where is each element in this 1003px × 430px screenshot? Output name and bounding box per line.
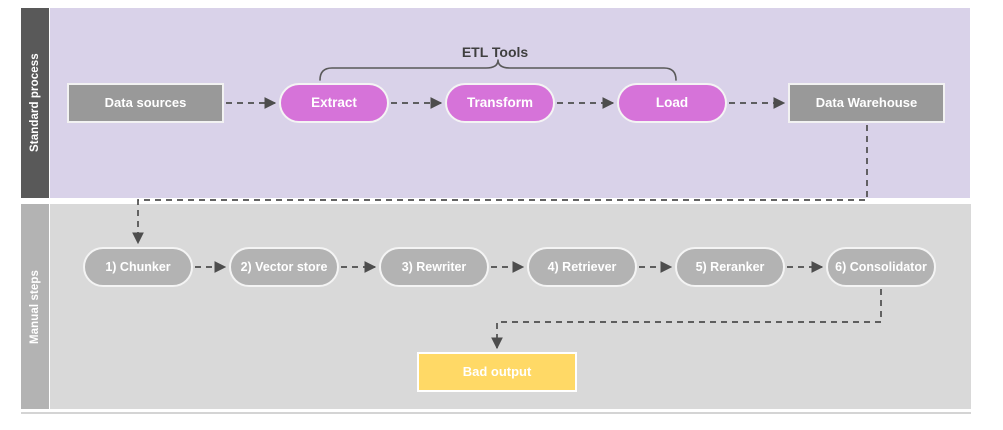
lane-header-manual-steps: Manual steps bbox=[21, 204, 49, 409]
node-bad-output[interactable]: Bad output bbox=[417, 352, 577, 392]
node-rewriter[interactable]: 3) Rewriter bbox=[379, 247, 489, 287]
node-retriever[interactable]: 4) Retriever bbox=[527, 247, 637, 287]
lane-bottom-divider bbox=[21, 412, 971, 414]
node-reranker[interactable]: 5) Reranker bbox=[675, 247, 785, 287]
node-vector-store[interactable]: 2) Vector store bbox=[229, 247, 339, 287]
lane-header-standard-process: Standard process bbox=[21, 8, 49, 198]
etl-tools-label: ETL Tools bbox=[461, 44, 529, 60]
node-chunker[interactable]: 1) Chunker bbox=[83, 247, 193, 287]
node-data-sources[interactable]: Data sources bbox=[67, 83, 224, 123]
node-extract[interactable]: Extract bbox=[279, 83, 389, 123]
node-data-warehouse[interactable]: Data Warehouse bbox=[788, 83, 945, 123]
node-transform[interactable]: Transform bbox=[445, 83, 555, 123]
node-consolidator[interactable]: 6) Consolidator bbox=[826, 247, 936, 287]
node-load[interactable]: Load bbox=[617, 83, 727, 123]
